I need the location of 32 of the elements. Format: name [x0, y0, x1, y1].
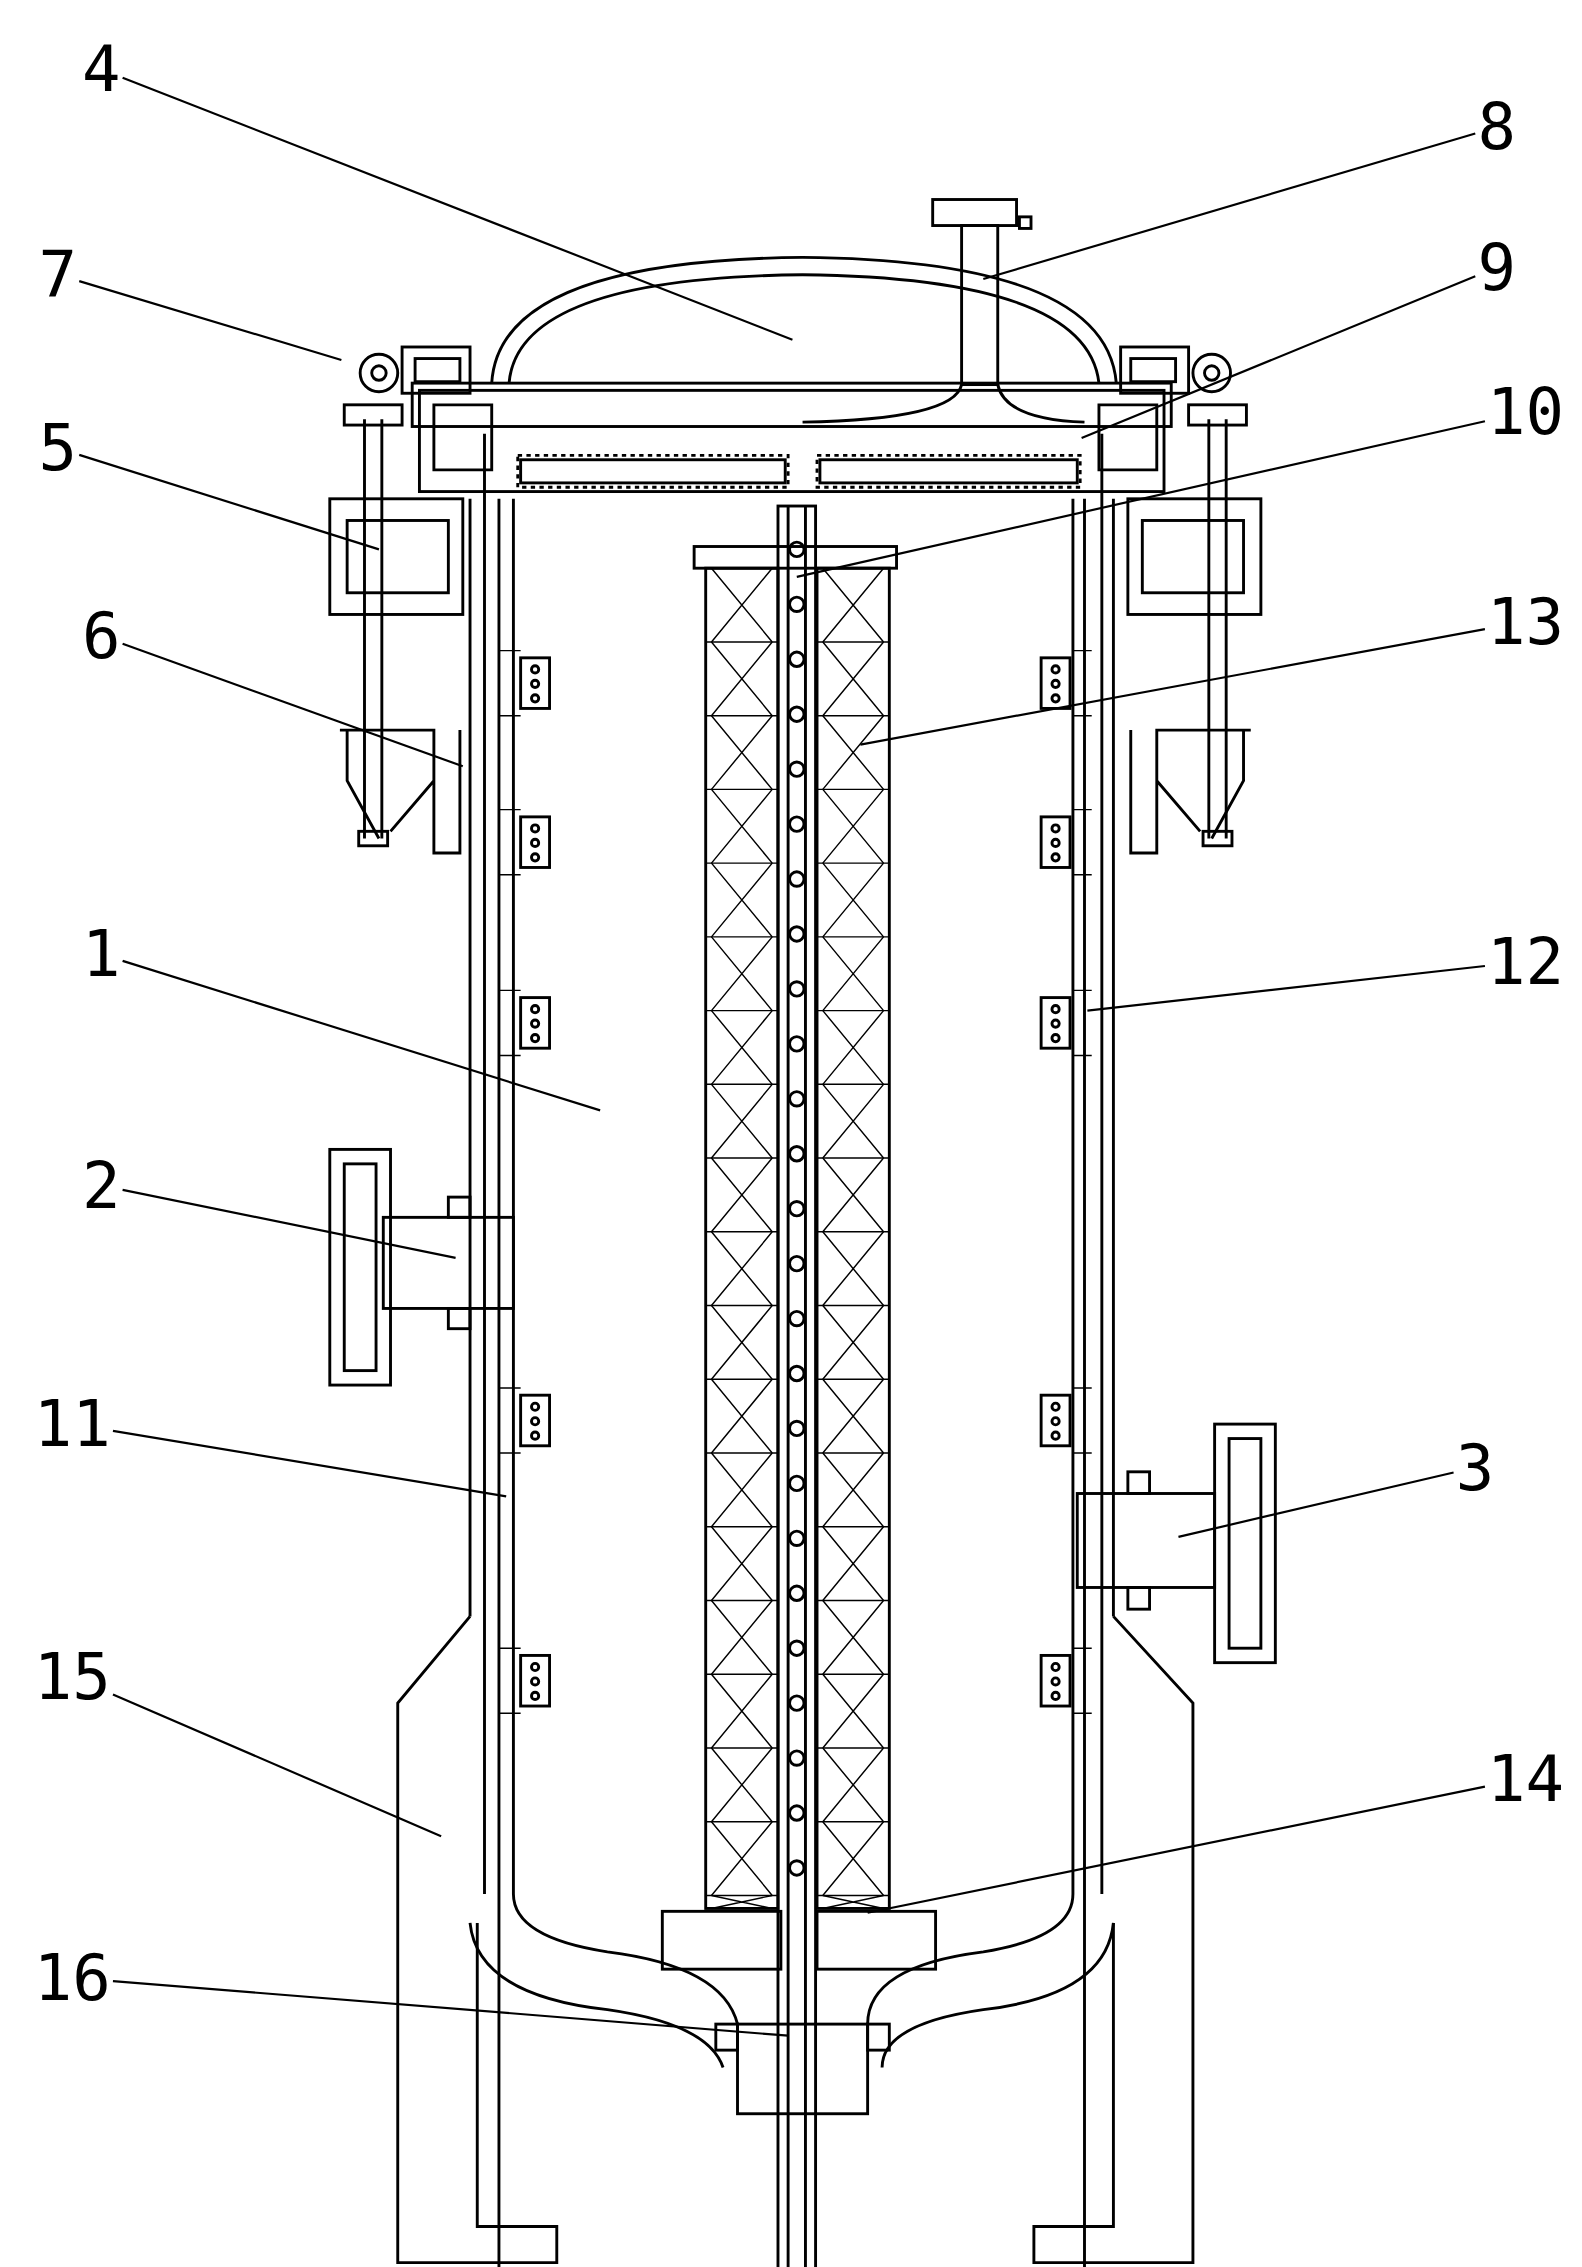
callout-number: 9: [1475, 233, 1518, 302]
callout-number: 13: [1485, 587, 1567, 656]
leader-line: [112, 1693, 442, 1838]
leader-line: [796, 420, 1486, 578]
callout-number: 7: [36, 240, 80, 309]
leader-line: [122, 1188, 456, 1259]
callout-number: 14: [1485, 1744, 1567, 1813]
leader-line: [112, 1980, 789, 2037]
leader-line: [867, 1785, 1486, 1914]
callout-number: 15: [31, 1643, 113, 1712]
callout-number: 1: [79, 920, 123, 989]
callout-number: 8: [1475, 93, 1518, 162]
callout-number: 2: [79, 1151, 123, 1220]
leader-line: [860, 628, 1486, 746]
callout-number: 12: [1485, 927, 1567, 996]
leader-line: [983, 132, 1476, 281]
leader-line: [122, 76, 793, 341]
callout-number: 11: [31, 1390, 113, 1459]
leader-line: [1178, 1471, 1454, 1538]
callout-number: 16: [31, 1944, 113, 2013]
callout-number: 10: [1485, 378, 1567, 447]
leader-line: [112, 1429, 507, 1498]
leader-line: [122, 959, 601, 1112]
leader-line: [1081, 275, 1476, 440]
leader-line: [78, 453, 380, 551]
leader-line: [1087, 964, 1486, 1012]
callout-number: 5: [36, 414, 80, 483]
leader-line: [78, 280, 342, 362]
leader-line: [122, 642, 464, 768]
callout-number: 6: [79, 602, 123, 671]
callout-number: 3: [1453, 1433, 1497, 1502]
callout-number: 4: [79, 35, 123, 104]
